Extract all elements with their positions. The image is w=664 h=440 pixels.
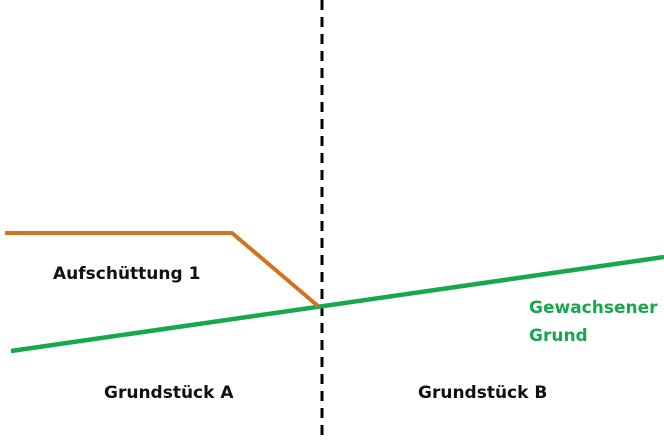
fill-embankment-line	[5, 231, 320, 308]
fill-label: Aufschüttung 1	[53, 264, 201, 284]
natural-ground-label-line1: Gewachsener	[529, 298, 658, 318]
plot-b-label: Grundstück B	[418, 383, 548, 403]
natural-ground-label-line2: Grund	[529, 326, 588, 346]
plot-a-label: Grundstück A	[104, 383, 234, 403]
natural-ground-line	[10, 254, 664, 354]
